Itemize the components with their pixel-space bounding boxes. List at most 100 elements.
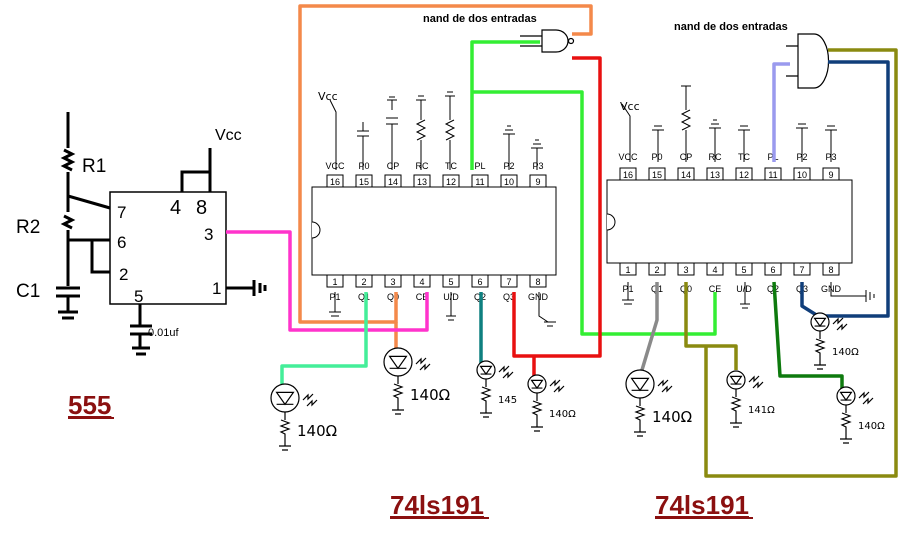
chip-a-bottom-pin-box-4 <box>413 274 431 288</box>
chip-a-bottom-pin-label-4: CE <box>416 292 429 302</box>
chip-a-bottom-pin-box-2 <box>355 274 373 288</box>
chip-a-top-pin-box-14 <box>384 174 402 188</box>
chip-a-bottom-pin-box-3 <box>384 274 402 288</box>
wire-seafoam <box>280 292 368 384</box>
chip-b-bottom-pin-box-6 <box>764 262 782 276</box>
led-8-resistor-label: 140Ω <box>858 421 885 432</box>
chip-b-top-pin-num-12: 12 <box>739 170 749 180</box>
chip-a-bottom-pin-box-6 <box>471 274 489 288</box>
chip-b-top-pin-box-10 <box>793 167 811 181</box>
led-2-resistor-label: 140Ω <box>410 386 450 404</box>
chip-b-top-pin-num-15: 15 <box>652 170 662 180</box>
chip-a-top-pin-box-10 <box>500 174 518 188</box>
chip-b-bottom-pin-box-8 <box>822 262 840 276</box>
chip-b-top-pin-box-14 <box>677 167 695 181</box>
chip-a-top-pin-num-12: 12 <box>446 177 456 187</box>
led-6: 141Ω <box>726 370 775 428</box>
chip-b-bottom-pin-box-2 <box>648 262 666 276</box>
chip-a-top-pin-num-15: 15 <box>359 177 369 187</box>
chip-a-top-pin-box-15 <box>355 174 373 188</box>
chip-a-body <box>311 186 557 276</box>
chip-b-bottom-pin-num-5: 5 <box>741 265 746 275</box>
chip-b-top-pin-label-16: VCC <box>618 152 638 162</box>
chip-a-bottom-pin-num-5: 5 <box>448 277 453 287</box>
chip-a-bottom-pin-box-7 <box>500 274 518 288</box>
led-7-resistor-label: 140Ω <box>832 347 859 358</box>
chip-b-top-accessories <box>621 85 837 162</box>
chip-a-bottom-pin-num-1: 1 <box>332 277 337 287</box>
chip-a-top-pin-label-13: RC <box>416 161 429 171</box>
chip-a-top-pin-num-16: 16 <box>330 177 340 187</box>
wire-darkgreen <box>772 281 844 390</box>
chip-a-top-pin-box-12 <box>442 174 460 188</box>
chip-b-top-pin-box-11 <box>764 167 782 181</box>
chip-a-bottom-pin-num-7: 7 <box>506 277 511 287</box>
timer-pin-1: 1 <box>212 279 221 298</box>
wire-lavender <box>772 62 790 162</box>
led-3: 145 <box>476 360 517 418</box>
chip-b-top-pin-num-9: 9 <box>828 170 833 180</box>
chip-b-bottom-pin-num-8: 8 <box>828 265 833 275</box>
chip-a-top-pin-label-14: CP <box>387 161 400 171</box>
chip-a-top-pin-num-11: 11 <box>475 177 484 187</box>
led-1-resistor-label: 140Ω <box>297 422 337 440</box>
nand-b-label: nand de dos entradas <box>674 21 788 33</box>
chip-a-top-pin-label-9: P3 <box>532 161 543 171</box>
chip-b-bottom-pin-num-7: 7 <box>799 265 804 275</box>
led-8: 140Ω <box>836 386 885 444</box>
chip-a-bottom-pin-label-7: Q3 <box>503 292 515 302</box>
timer-cap2-label: 0.01uf <box>148 327 180 339</box>
chip-a-bottom-pin-label-8: GND <box>528 292 549 302</box>
chip-a-top-pin-num-13: 13 <box>417 177 427 187</box>
led-4: 140Ω <box>527 374 576 432</box>
nand-gate-b <box>786 33 830 89</box>
timer-pin-3: 3 <box>204 225 213 244</box>
chip-a-top-accessories <box>329 91 543 170</box>
chip-b-top-pin-num-11: 11 <box>768 170 777 180</box>
timer-pin-5: 5 <box>134 287 143 306</box>
led-1: 140Ω <box>270 383 337 451</box>
chip-b-bottom-pin-box-4 <box>706 262 724 276</box>
wire-red <box>512 56 602 378</box>
chip-a-bottom-pin-num-6: 6 <box>477 277 482 287</box>
chip-a-bottom-accessories <box>329 292 556 327</box>
title-74ls191-a: 74ls191 <box>390 490 484 520</box>
chip-a-top-pin-label-15: P0 <box>358 161 369 171</box>
chip-b-top-pin-num-14: 14 <box>681 170 691 180</box>
chip-a-notch <box>311 221 321 239</box>
led-6-resistor-label: 141Ω <box>748 405 775 416</box>
timer-pin-6: 6 <box>117 233 126 252</box>
chip-a-vcc-label: Vcc <box>318 90 338 103</box>
title-555: 555 <box>68 390 111 420</box>
chip-b-bottom-pin-label-5: U/D <box>736 284 752 294</box>
wire-navy <box>800 60 890 318</box>
chip-a-bottom-pin-box-1 <box>326 274 344 288</box>
chip-a-bottom-pin-num-8: 8 <box>535 277 540 287</box>
chip-a-bottom-pin-label-2: Q1 <box>358 292 370 302</box>
timer-c1-label: C1 <box>16 281 40 302</box>
timer-pin-2: 2 <box>119 265 128 284</box>
timer-555-body <box>109 191 227 305</box>
chip-b-top-pin-box-9 <box>822 167 840 181</box>
timer-pin-7: 7 <box>117 203 126 222</box>
chip-a-bottom-pin-num-2: 2 <box>361 277 366 287</box>
wire-magenta <box>226 230 429 332</box>
chip-a-top-pin-label-12: TC <box>445 161 457 171</box>
chip-a-top-pin-num-9: 9 <box>535 177 540 187</box>
wire-green <box>470 40 717 336</box>
timer-555-labels: Vcc R1 R2 C1 0.01uf 7 6 2 4 8 3 5 1 <box>16 127 242 339</box>
led-5: 140Ω <box>625 369 692 437</box>
chip-b-bottom-pin-label-4: CE <box>709 284 722 294</box>
led-2: 140Ω <box>383 347 450 415</box>
chip-a-bottom-pin-label-3: Q0 <box>387 292 399 302</box>
chip-b-bottom-pin-num-2: 2 <box>654 265 659 275</box>
chip-b-top-pin-box-15 <box>648 167 666 181</box>
title-74ls191-b: 74ls191 <box>655 490 749 520</box>
timer-pin-4: 4 <box>170 197 181 219</box>
wire-olive <box>684 48 898 478</box>
